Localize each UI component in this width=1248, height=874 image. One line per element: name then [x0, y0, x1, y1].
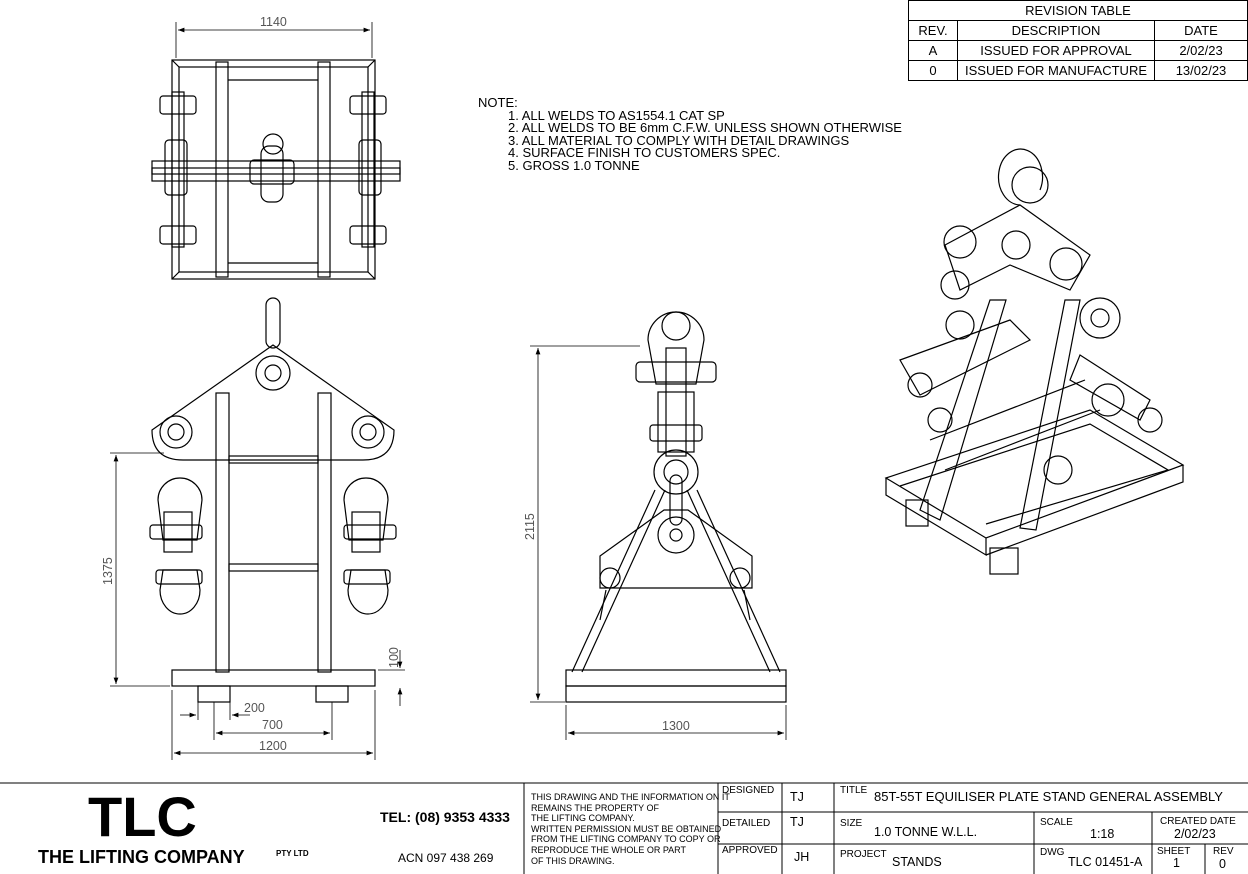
dim-side-width: 1300: [662, 719, 690, 733]
dimension-labels: 1140 1375 100 200 700 1200 2115 1300: [101, 15, 690, 753]
logo-text: TLC: [88, 785, 197, 848]
note-item: 2. ALL WELDS TO BE 6mm C.F.W. UNLESS SHO…: [508, 120, 902, 135]
created-label: CREATED DATE: [1160, 816, 1236, 827]
revision-table-title: REVISION TABLE: [908, 0, 1248, 21]
note-item: 5. GROSS 1.0 TONNE: [508, 157, 640, 173]
dim-base-width: 1200: [259, 739, 287, 753]
disclaimer-line: FROM THE LIFTING COMPANY TO COPY OR: [531, 834, 721, 845]
disclaimer-line: THE LIFTING COMPANY.: [531, 813, 635, 824]
revision-row: 0 ISSUED FOR MANUFACTURE 13/02/23: [908, 60, 1248, 81]
dim-base-height: 100: [387, 647, 401, 668]
project-label: PROJECT: [840, 849, 887, 860]
date-cell: 13/02/23: [1154, 60, 1248, 81]
rev-label: REV: [1213, 846, 1234, 857]
logo: TLC THE LIFTING COMPANY PTY LTD: [38, 785, 309, 867]
rev-cell: A: [908, 40, 958, 61]
telephone: TEL: (08) 9353 4333: [380, 809, 510, 825]
sheet-value: 1: [1173, 856, 1180, 870]
detailed-value: TJ: [790, 815, 804, 829]
disclaimer-line: REPRODUCE THE WHOLE OR PART: [531, 844, 687, 855]
revision-table: REVISION TABLE REV. DESCRIPTION DATE A I…: [908, 0, 1248, 81]
disclaimer-line: REMAINS THE PROPERTY OF: [531, 802, 660, 813]
note-item: 4. SURFACE FINISH TO CUSTOMERS SPEC.: [508, 145, 781, 160]
dim-foot-spacing: 700: [262, 718, 283, 732]
acn: ACN 097 438 269: [398, 851, 494, 865]
project-value: STANDS: [892, 855, 942, 869]
side-dims: [530, 345, 787, 740]
front-dims: [110, 452, 405, 760]
dim-foot-width: 200: [244, 701, 265, 715]
disclaimer-line: THIS DRAWING AND THE INFORMATION ON IT: [531, 792, 730, 802]
scale-value: 1:18: [1090, 827, 1115, 841]
plan-dim: [175, 22, 373, 58]
company-suffix: PTY LTD: [276, 849, 309, 858]
approved-value: JH: [794, 850, 810, 864]
designed-label: DESIGNED: [722, 785, 775, 796]
disclaimer-line: WRITTEN PERMISSION MUST BE OBTAINED: [531, 823, 722, 834]
date-header: DATE: [1154, 20, 1248, 41]
disclaimer: THIS DRAWING AND THE INFORMATION ON IT R…: [531, 792, 730, 866]
description-cell: ISSUED FOR MANUFACTURE: [957, 60, 1155, 81]
disclaimer-line: OF THIS DRAWING.: [531, 855, 615, 866]
detailed-label: DETAILED: [722, 818, 771, 829]
isometric-view: [884, 148, 1185, 575]
drawing-title: 85T-55T EQUILISER PLATE STAND GENERAL AS…: [874, 789, 1223, 804]
note-item: 1. ALL WELDS TO AS1554.1 CAT SP: [508, 107, 725, 123]
front-view: [149, 297, 397, 703]
revision-row: A ISSUED FOR APPROVAL 2/02/23: [908, 40, 1248, 61]
size-value: 1.0 TONNE W.L.L.: [874, 825, 978, 839]
created-value: 2/02/23: [1174, 827, 1216, 841]
side-view: [565, 311, 787, 703]
description-cell: ISSUED FOR APPROVAL: [957, 40, 1155, 61]
dwg-value: TLC 01451-A: [1068, 855, 1143, 869]
note-item: 3. ALL MATERIAL TO COMPLY WITH DETAIL DR…: [508, 132, 850, 148]
rev-header: REV.: [908, 20, 958, 41]
size-label: SIZE: [840, 818, 863, 829]
plan-view: [151, 59, 401, 280]
title-label: TITLE: [840, 785, 868, 796]
scale-label: SCALE: [1040, 817, 1073, 828]
dwg-label: DWG: [1040, 847, 1065, 858]
notes: NOTE: 1. ALL WELDS TO AS1554.1 CAT SP 2.…: [478, 95, 902, 173]
rev-value: 0: [1219, 857, 1226, 871]
dim-top-width: 1140: [260, 15, 287, 29]
sheet-label: SHEET: [1157, 846, 1191, 857]
approved-label: APPROVED: [722, 845, 778, 856]
company-name: THE LIFTING COMPANY: [38, 847, 245, 867]
date-cell: 2/02/23: [1154, 40, 1248, 61]
dim-front-height: 1375: [101, 557, 115, 585]
rev-cell: 0: [908, 60, 958, 81]
dim-side-height: 2115: [523, 513, 537, 540]
designed-value: TJ: [790, 790, 804, 804]
description-header: DESCRIPTION: [957, 20, 1155, 41]
title-block-grid: [0, 782, 1248, 874]
notes-heading: NOTE:: [478, 95, 518, 110]
